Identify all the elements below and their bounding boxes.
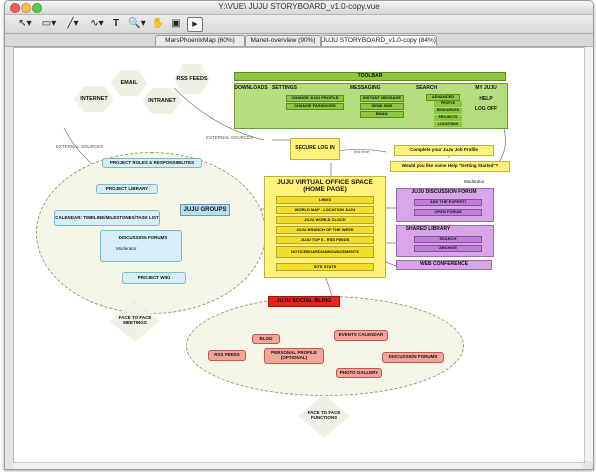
- hand-tool-icon[interactable]: ✋: [151, 18, 165, 29]
- shared-library-title: SHARED LIBRARY: [405, 226, 451, 233]
- getting-started-node[interactable]: Would you like some Help "Getting Starte…: [390, 161, 510, 172]
- juju-groups-node[interactable]: JUJU GROUPS: [180, 204, 230, 216]
- downloads-node[interactable]: DOWNLOADS: [234, 85, 268, 92]
- external-sources-label-right: EXTERNAL SOURCES: [206, 135, 254, 140]
- social-bling-node[interactable]: JUJU SOCIAL BLING: [268, 296, 340, 307]
- library-archive-item[interactable]: ARCHIVE: [414, 245, 482, 252]
- select-arrow-tool-icon[interactable]: ↖▾: [18, 18, 32, 29]
- web-conference-node[interactable]: WEB CONFERENCE: [396, 260, 492, 270]
- horizontal-scrollbar[interactable]: [13, 462, 583, 469]
- link-tool-icon[interactable]: ╱▾: [67, 18, 79, 29]
- log-off-node[interactable]: LOG OFF: [474, 106, 498, 113]
- tool-palette: ↖▾ ▭▾ ╱▾ ∿▾ T 🔍▾ ✋ ▣ ▶: [5, 15, 593, 34]
- app-window: Y:\VUE\ JUJU STORYBOARD_v1.0-copy.vue ↖▾…: [4, 0, 594, 470]
- minimize-icon[interactable]: [21, 3, 31, 13]
- rss-feeds-hex[interactable]: RSS FEEDS: [174, 64, 210, 94]
- zoom-tool-icon[interactable]: 🔍▾: [128, 18, 146, 29]
- calendar-node[interactable]: CALENDAR: TIMELINE/MILESTONES/TASK LIST: [54, 210, 160, 226]
- personal-profile-node[interactable]: PERSONAL PROFILE (OPTIONAL): [264, 348, 324, 364]
- tab-manet-overview[interactable]: Manet-overview (90%): [245, 35, 321, 46]
- tab-juju-storyboard[interactable]: JUJU STORYBOARD_v1.0-copy (84%): [321, 35, 437, 46]
- home-branch-item[interactable]: JUJU BRANCH OF THE WEEK: [276, 226, 374, 234]
- discussion-forums-group-title: DISCUSSION FORUMS: [118, 234, 168, 240]
- title-bar: Y:\VUE\ JUJU STORYBOARD_v1.0-copy.vue: [5, 1, 593, 15]
- discussion-forum-title: JUJU DISCUSSION FORUM: [411, 189, 477, 196]
- advanced-search-item[interactable]: ADVANCED: [426, 94, 460, 101]
- people-item[interactable]: PEOPLE: [434, 101, 462, 107]
- intranet-hex[interactable]: INTRANET: [142, 88, 182, 114]
- external-sources-label-left: EXTERNAL SOURCES: [56, 144, 104, 149]
- open-forum-item[interactable]: OPEN FORUM: [414, 209, 482, 216]
- home-world-map-item[interactable]: WORLD MAP - LOCATION JUJU: [276, 206, 374, 214]
- events-calendar-node[interactable]: EVENTS CALENDAR: [334, 330, 388, 341]
- email-hex[interactable]: EMAIL: [111, 70, 147, 96]
- change-profile-item[interactable]: CHANGE JUJU PROFILE: [286, 95, 344, 102]
- moderator-label-left: Moderator: [116, 246, 137, 251]
- discussion-forums-group-node[interactable]: [100, 230, 182, 262]
- home-site-stats-item[interactable]: SITE STATS: [276, 263, 374, 271]
- presentation-tool-icon[interactable]: ▣: [171, 18, 181, 29]
- home-links-item[interactable]: LINKS: [276, 196, 374, 204]
- zoom-icon[interactable]: [32, 3, 42, 13]
- blog-node[interactable]: BLOG: [252, 334, 280, 344]
- secure-log-in-node[interactable]: SECURE LOG IN: [290, 138, 340, 160]
- vertical-scrollbar[interactable]: [584, 47, 593, 461]
- home-noticeboard-item[interactable]: NOTICEBOARD/ANNOUNCEMENTS: [276, 246, 374, 258]
- map-tabs: MarsPhoenixMap (60%) Manet-overview (90%…: [5, 34, 593, 47]
- my-juju-node[interactable]: MY JUJU: [475, 85, 497, 92]
- messaging-title[interactable]: MESSAGING: [350, 85, 381, 92]
- project-roles-node[interactable]: PROJECT ROLES & RESPONSIBILITES: [102, 158, 202, 168]
- project-library-node[interactable]: PROJECT LIBRARY: [96, 184, 158, 194]
- curve-link-tool-icon[interactable]: ∿▾: [90, 18, 104, 29]
- email-item[interactable]: EMAIL: [360, 111, 404, 118]
- home-world-clock-item[interactable]: JUJU WORLD CLOCK: [276, 216, 374, 224]
- window-title: Y:\VUE\ JUJU STORYBOARD_v1.0-copy.vue: [218, 2, 380, 11]
- home-rss-item[interactable]: JUJU TOP 5 - RSS FEEDS: [276, 236, 374, 244]
- social-region: [186, 296, 464, 396]
- send-sms-item[interactable]: SEND SMS: [360, 103, 404, 110]
- social-rss-feeds-node[interactable]: RSS FEEDS: [208, 350, 246, 361]
- ask-expert-item[interactable]: ASK THE EXPERT!: [414, 199, 482, 206]
- toolbar-node[interactable]: TOOLBAR: [234, 72, 506, 81]
- help-node[interactable]: HELP: [479, 96, 493, 103]
- text-tool-icon[interactable]: T: [112, 18, 120, 29]
- projects-item[interactable]: PROJECTS: [434, 115, 462, 121]
- moderator-label-right: Moderator: [464, 179, 485, 184]
- instant-message-item[interactable]: INSTANT MESSAGE: [360, 95, 404, 102]
- map-canvas[interactable]: EMAIL RSS FEEDS INTERNET INTRANET EXTERN…: [13, 47, 585, 463]
- photo-gallery-node[interactable]: PHOTO GALLERY: [336, 368, 382, 378]
- play-icon[interactable]: ▶: [187, 17, 203, 32]
- settings-title[interactable]: SETTINGS: [272, 85, 298, 92]
- project-wiki-node[interactable]: PROJECT WIKI: [122, 272, 186, 284]
- locations-item[interactable]: LOCATIONS: [434, 122, 462, 127]
- resources-item[interactable]: RESOURCES: [434, 108, 462, 114]
- close-icon[interactable]: [10, 3, 20, 13]
- complete-profile-node[interactable]: Complete your JuJu Job Profile: [394, 145, 494, 156]
- search-title[interactable]: SEARCH: [416, 85, 438, 92]
- tab-marsphoenixmap[interactable]: MarsPhoenixMap (60%): [155, 35, 245, 46]
- change-password-item[interactable]: CHANGE PASSWORD: [286, 103, 344, 110]
- library-search-item[interactable]: SEARCH: [414, 236, 482, 243]
- first-time-label: first time: [354, 149, 370, 154]
- home-page-title: JUJU VIRTUAL OFFICE SPACE (HOME PAGE): [277, 178, 373, 193]
- rectangle-tool-icon[interactable]: ▭▾: [41, 18, 57, 29]
- social-discussion-forums-node[interactable]: DISCUSSION FORUMS: [382, 352, 444, 363]
